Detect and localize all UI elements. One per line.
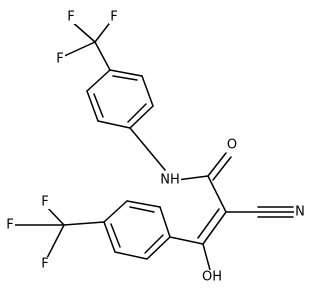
bond-layer (14, 19, 296, 271)
bond (110, 223, 121, 248)
atom-f: F (5, 218, 15, 233)
atom-label: F (67, 10, 74, 25)
atom-label-layer: F F F NH O N F (5, 10, 306, 285)
bond (127, 103, 147, 123)
atom-f: F (40, 195, 50, 210)
bond (44, 224, 65, 263)
bond (94, 41, 111, 71)
bond (169, 236, 204, 245)
atom-label: NH (160, 173, 180, 188)
bond (129, 206, 155, 213)
bond (103, 221, 116, 253)
bond (146, 236, 171, 260)
bond (144, 234, 164, 254)
atom-label: F (41, 257, 48, 272)
bond (112, 75, 138, 81)
bond (202, 211, 227, 245)
atom-n: N (294, 205, 306, 220)
atom-label: F (110, 10, 117, 25)
bond (103, 200, 128, 223)
bond (207, 175, 227, 213)
atom-label: N (295, 205, 305, 220)
atom-f: F (109, 10, 119, 25)
atom-label: F (41, 195, 48, 210)
atom-nh: NH (159, 173, 181, 188)
atom-oh: OH (201, 270, 223, 285)
bond (202, 243, 211, 271)
bond (63, 221, 105, 226)
atom-o: O (226, 138, 238, 153)
bond (86, 69, 111, 92)
bond (126, 200, 161, 208)
bond (129, 127, 166, 171)
bond (129, 105, 154, 129)
atom-f: F (66, 10, 76, 25)
bond (212, 156, 232, 181)
atom-f: F (55, 52, 65, 67)
bond (141, 75, 154, 107)
bond (114, 251, 148, 260)
bond (59, 41, 96, 59)
bond (93, 93, 104, 118)
atom-label: O (227, 138, 237, 153)
bond (207, 152, 227, 177)
bond (159, 206, 171, 238)
bond (97, 120, 131, 129)
bond (109, 69, 143, 77)
bond (197, 208, 220, 239)
bond (176, 175, 209, 181)
atom-f: F (40, 257, 50, 272)
bond (86, 90, 99, 122)
atom-label: OH (202, 270, 222, 285)
atom-label: F (6, 218, 13, 233)
atom-label: F (56, 52, 63, 67)
